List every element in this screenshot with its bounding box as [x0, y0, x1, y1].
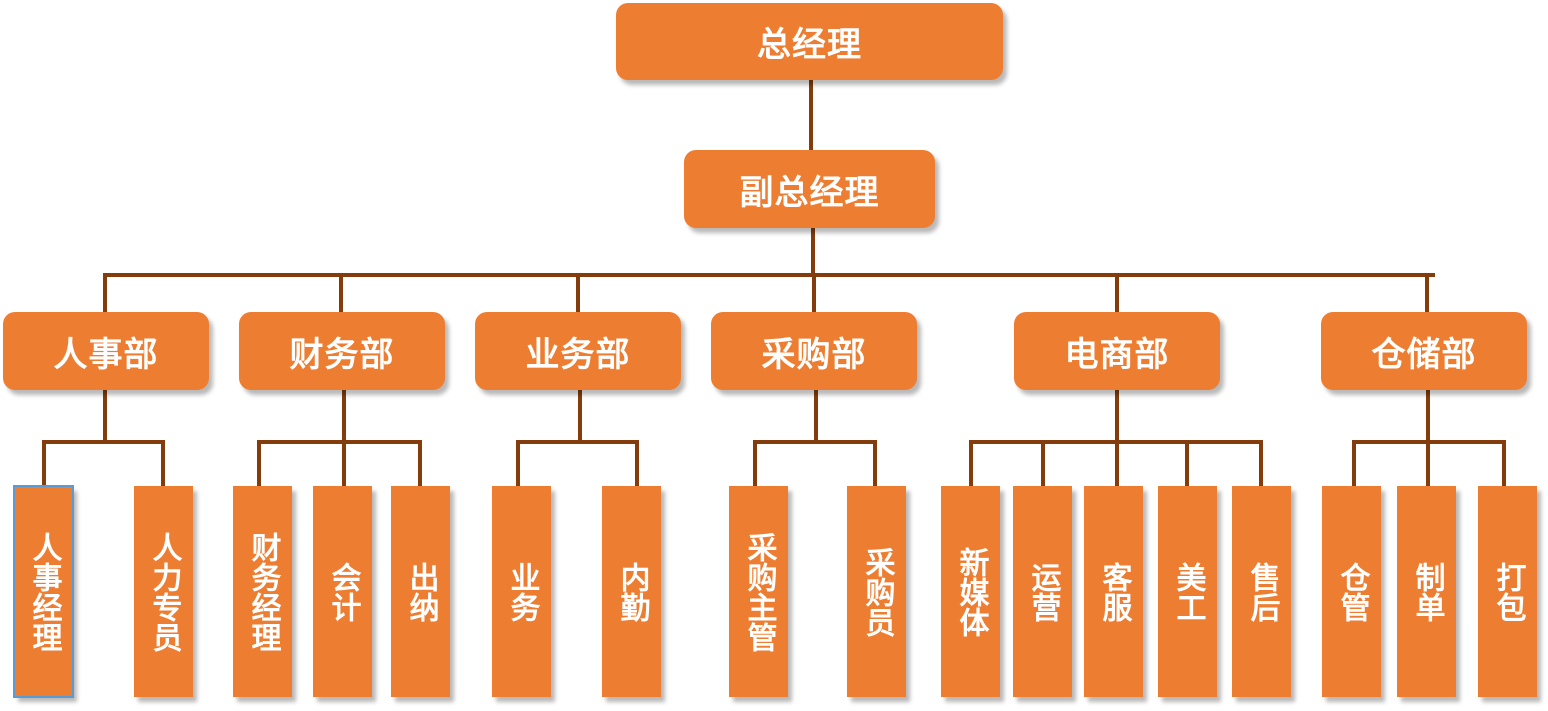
node-label: 仓管	[1334, 561, 1370, 622]
node-deputy-general-manager[interactable]: 副总经理	[684, 150, 935, 228]
node-label: 采购员	[859, 546, 895, 637]
node-role-purchasing-supervisor[interactable]: 采购主管	[729, 486, 788, 697]
node-label: 客服	[1096, 561, 1132, 622]
node-dept-ecommerce[interactable]: 电商部	[1014, 312, 1220, 390]
node-role-packing[interactable]: 打包	[1478, 486, 1537, 697]
node-label: 出纳	[403, 561, 439, 622]
node-label: 人事部	[53, 334, 159, 375]
node-role-new-media[interactable]: 新媒体	[941, 486, 1000, 697]
node-label: 业务	[504, 561, 540, 622]
node-role-order-entry[interactable]: 制单	[1397, 486, 1456, 697]
node-label: 副总经理	[739, 172, 880, 213]
node-label: 总经理	[757, 25, 862, 65]
node-role-finance-manager[interactable]: 财务经理	[233, 486, 292, 697]
node-role-designer[interactable]: 美工	[1158, 486, 1217, 697]
node-dept-finance[interactable]: 财务部	[239, 312, 445, 390]
node-label: 仓储部	[1371, 334, 1477, 375]
node-label: 内勤	[614, 561, 650, 622]
node-label: 会计	[325, 561, 361, 622]
node-label: 运营	[1025, 561, 1061, 622]
node-dept-hr[interactable]: 人事部	[3, 312, 209, 390]
node-label: 制单	[1409, 561, 1445, 622]
node-dept-business[interactable]: 业务部	[475, 312, 681, 390]
node-role-warehouse-keeper[interactable]: 仓管	[1322, 486, 1381, 697]
node-label: 采购部	[761, 334, 867, 375]
node-role-cashier[interactable]: 出纳	[391, 486, 450, 697]
node-role-customer-service[interactable]: 客服	[1084, 486, 1143, 697]
node-label: 人力专员	[146, 531, 182, 652]
node-label: 电商部	[1064, 334, 1170, 375]
node-label: 采购主管	[741, 531, 777, 652]
node-general-manager[interactable]: 总经理	[616, 3, 1003, 80]
node-role-buyer[interactable]: 采购员	[847, 486, 906, 697]
node-label: 新媒体	[953, 546, 989, 637]
node-dept-purchasing[interactable]: 采购部	[711, 312, 917, 390]
node-role-office-assistant[interactable]: 内勤	[602, 486, 661, 697]
node-role-hr-specialist[interactable]: 人力专员	[134, 486, 193, 697]
node-role-accountant[interactable]: 会计	[313, 486, 372, 697]
node-dept-warehouse[interactable]: 仓储部	[1321, 312, 1527, 390]
node-role-business[interactable]: 业务	[492, 486, 551, 697]
node-label: 美工	[1170, 561, 1206, 622]
node-label: 财务部	[289, 334, 395, 375]
node-label: 业务部	[525, 334, 631, 375]
node-label: 售后	[1244, 561, 1280, 622]
node-label: 打包	[1490, 561, 1526, 622]
node-label: 财务经理	[245, 531, 281, 652]
node-role-hr-manager[interactable]: 人事经理	[13, 485, 74, 698]
node-label: 人事经理	[26, 531, 62, 652]
node-role-after-sales[interactable]: 售后	[1232, 486, 1291, 697]
node-role-operations[interactable]: 运营	[1013, 486, 1072, 697]
